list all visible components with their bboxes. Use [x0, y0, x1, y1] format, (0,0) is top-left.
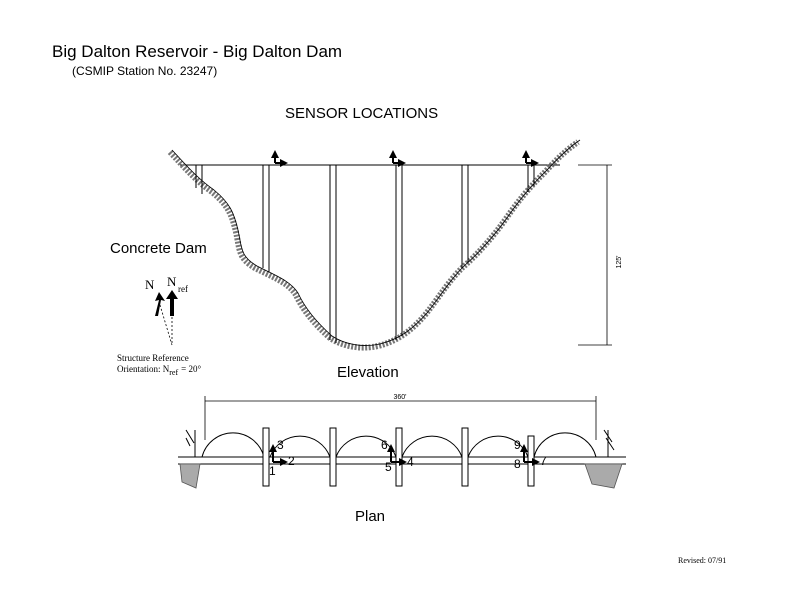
sensor-group-left: [269, 444, 288, 466]
north-label: N: [145, 277, 155, 292]
left-abutment: [179, 429, 201, 489]
true-north-arrow: [155, 292, 165, 316]
elevation-view: 125': [167, 139, 623, 351]
sensor-label-2: 2: [288, 454, 295, 468]
sensor-label-1: 1: [269, 464, 276, 478]
sensor-label-6: 6: [381, 438, 388, 452]
station-title: Big Dalton Reservoir - Big Dalton Dam: [52, 42, 343, 61]
height-dimension: [578, 164, 612, 346]
station-number: (CSMIP Station No. 23247): [72, 64, 218, 78]
nref-subscript: ref: [178, 284, 188, 294]
height-dimension-label: 125': [616, 255, 623, 268]
sensor-locations-heading: SENSOR LOCATIONS: [285, 105, 439, 122]
sensor-label-8: 8: [514, 457, 521, 471]
sensor-label-9: 9: [514, 438, 521, 452]
right-abutment: [584, 429, 623, 489]
crest-sensor-right: [522, 150, 539, 167]
canyon-profile: [167, 139, 580, 351]
crest-sensor-center: [389, 150, 406, 167]
north-arrow-group: N N ref Structure Reference Orientation:…: [117, 274, 201, 377]
reference-north-arrow: [166, 290, 178, 316]
sensor-label-4: 4: [407, 455, 414, 469]
crest-sensor-left: [271, 150, 288, 167]
width-dimension-label: 360': [393, 394, 406, 401]
sensor-label-5: 5: [385, 460, 392, 474]
sensor-label-3: 3: [277, 438, 284, 452]
sensor-group-right: [520, 444, 540, 466]
structure-reference-line1: Structure Reference: [117, 353, 189, 363]
concrete-dam-label: Concrete Dam: [110, 240, 207, 257]
sensor-group-center: [387, 444, 407, 466]
plan-label: Plan: [355, 508, 386, 525]
plan-view: 360': [178, 394, 626, 489]
sensor-label-7: 7: [540, 454, 547, 468]
revised-date: Revised: 07/91: [678, 556, 726, 565]
structure-reference-line2: Orientation: Nref= 20°: [117, 364, 201, 377]
elevation-label: Elevation: [337, 364, 399, 381]
nref-label: N: [167, 274, 177, 289]
